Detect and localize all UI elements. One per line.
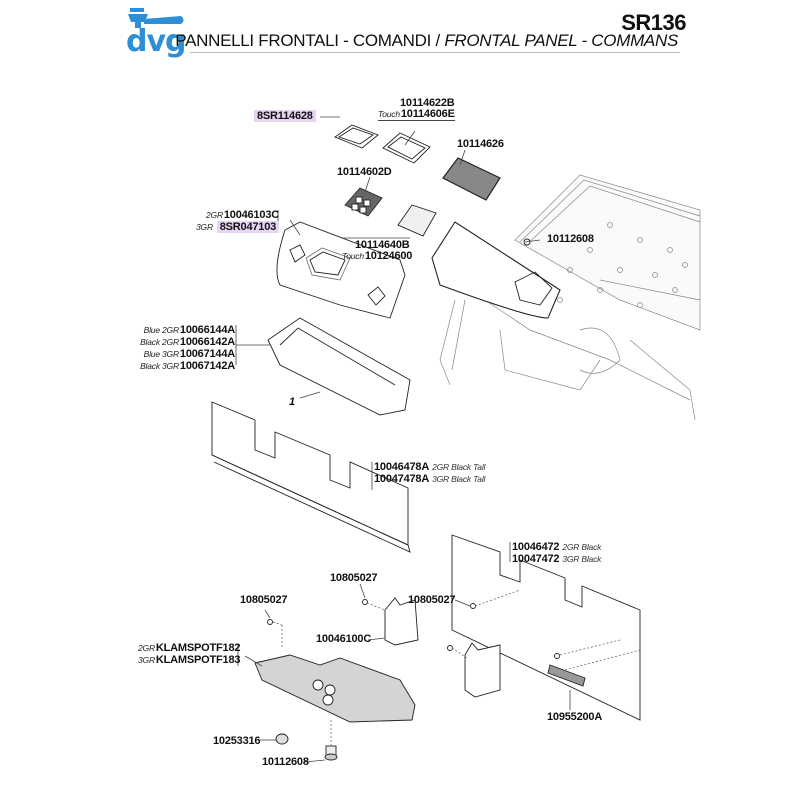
label-10046100C[interactable]: 10046100C [316, 633, 372, 645]
label-10112608-bottom[interactable]: 10112608 [262, 756, 309, 768]
bracket-right [464, 642, 501, 698]
label-dash-variant[interactable]: Black 2GR10066142A [140, 336, 235, 348]
console-cover [276, 221, 406, 319]
console-mount-plate [431, 221, 561, 319]
faucet-logo-icon [128, 8, 184, 28]
dvg-logo: dvg [126, 6, 187, 64]
label-10955200A[interactable]: 10955200A [547, 711, 603, 723]
label-10114606E[interactable]: Touch10114606E [378, 108, 455, 121]
model-code: SR136 [621, 10, 686, 35]
title-italian: PANNELLI FRONTALI - COMANDI [175, 31, 432, 50]
label-8SR047103[interactable]: 3GR 8SR047103 [196, 221, 280, 233]
label-footplate[interactable]: 3GRKLAMSPOTF183 [138, 654, 241, 666]
label-10805027-a[interactable]: 10805027 [330, 572, 378, 584]
dark-panel [442, 157, 501, 201]
label-10805027-b[interactable]: 10805027 [408, 594, 456, 606]
label-10124600[interactable]: Touch10124600 [342, 250, 413, 262]
short-right-panel [451, 534, 641, 721]
label-ref-1[interactable]: 1 [289, 396, 295, 408]
label-8SR114628[interactable]: 8SR114628 [254, 110, 316, 122]
keypad [397, 204, 437, 237]
label-10805027-c[interactable]: 10805027 [240, 594, 288, 606]
page-title: PANNELLI FRONTALI - COMANDI / FRONTAL PA… [175, 31, 678, 51]
machine-chassis [439, 174, 701, 421]
dash-housing [267, 317, 411, 416]
label-10114640B[interactable]: 10114640B [355, 239, 410, 251]
bracket-10046100C [384, 597, 419, 646]
header-rule [190, 52, 680, 53]
decal [547, 664, 586, 687]
label-10114626[interactable]: 10114626 [457, 138, 504, 150]
bezel-frame [334, 124, 379, 149]
label-dash-variant[interactable]: Blue 2GR10066144A [143, 324, 236, 336]
label-10112608-top[interactable]: 10112608 [547, 233, 594, 245]
label-10253316[interactable]: 10253316 [213, 735, 261, 747]
label-10046103C[interactable]: 2GR10046103C [206, 209, 279, 221]
label-10114622B[interactable]: 10114622B [400, 97, 455, 109]
display-unit [382, 132, 431, 164]
label-dash-variant[interactable]: Blue 3GR10067144A [143, 348, 236, 360]
footplate-list: 2GRKLAMSPOTF182 3GRKLAMSPOTF183 [138, 642, 240, 666]
title-english: FRONTAL PANEL - COMMANS [444, 31, 678, 50]
title-separator: / [431, 31, 445, 50]
rubber-pad [275, 733, 289, 745]
label-10114602D[interactable]: 10114602D [337, 166, 392, 178]
label-dash-variant[interactable]: Black 3GR10067142A [140, 360, 235, 372]
label-footplate[interactable]: 2GRKLAMSPOTF182 [138, 642, 241, 654]
dash-variants-list: Blue 2GR10066144A Black 2GR10066142A Blu… [140, 324, 235, 372]
logo-text: dvg [126, 24, 187, 59]
